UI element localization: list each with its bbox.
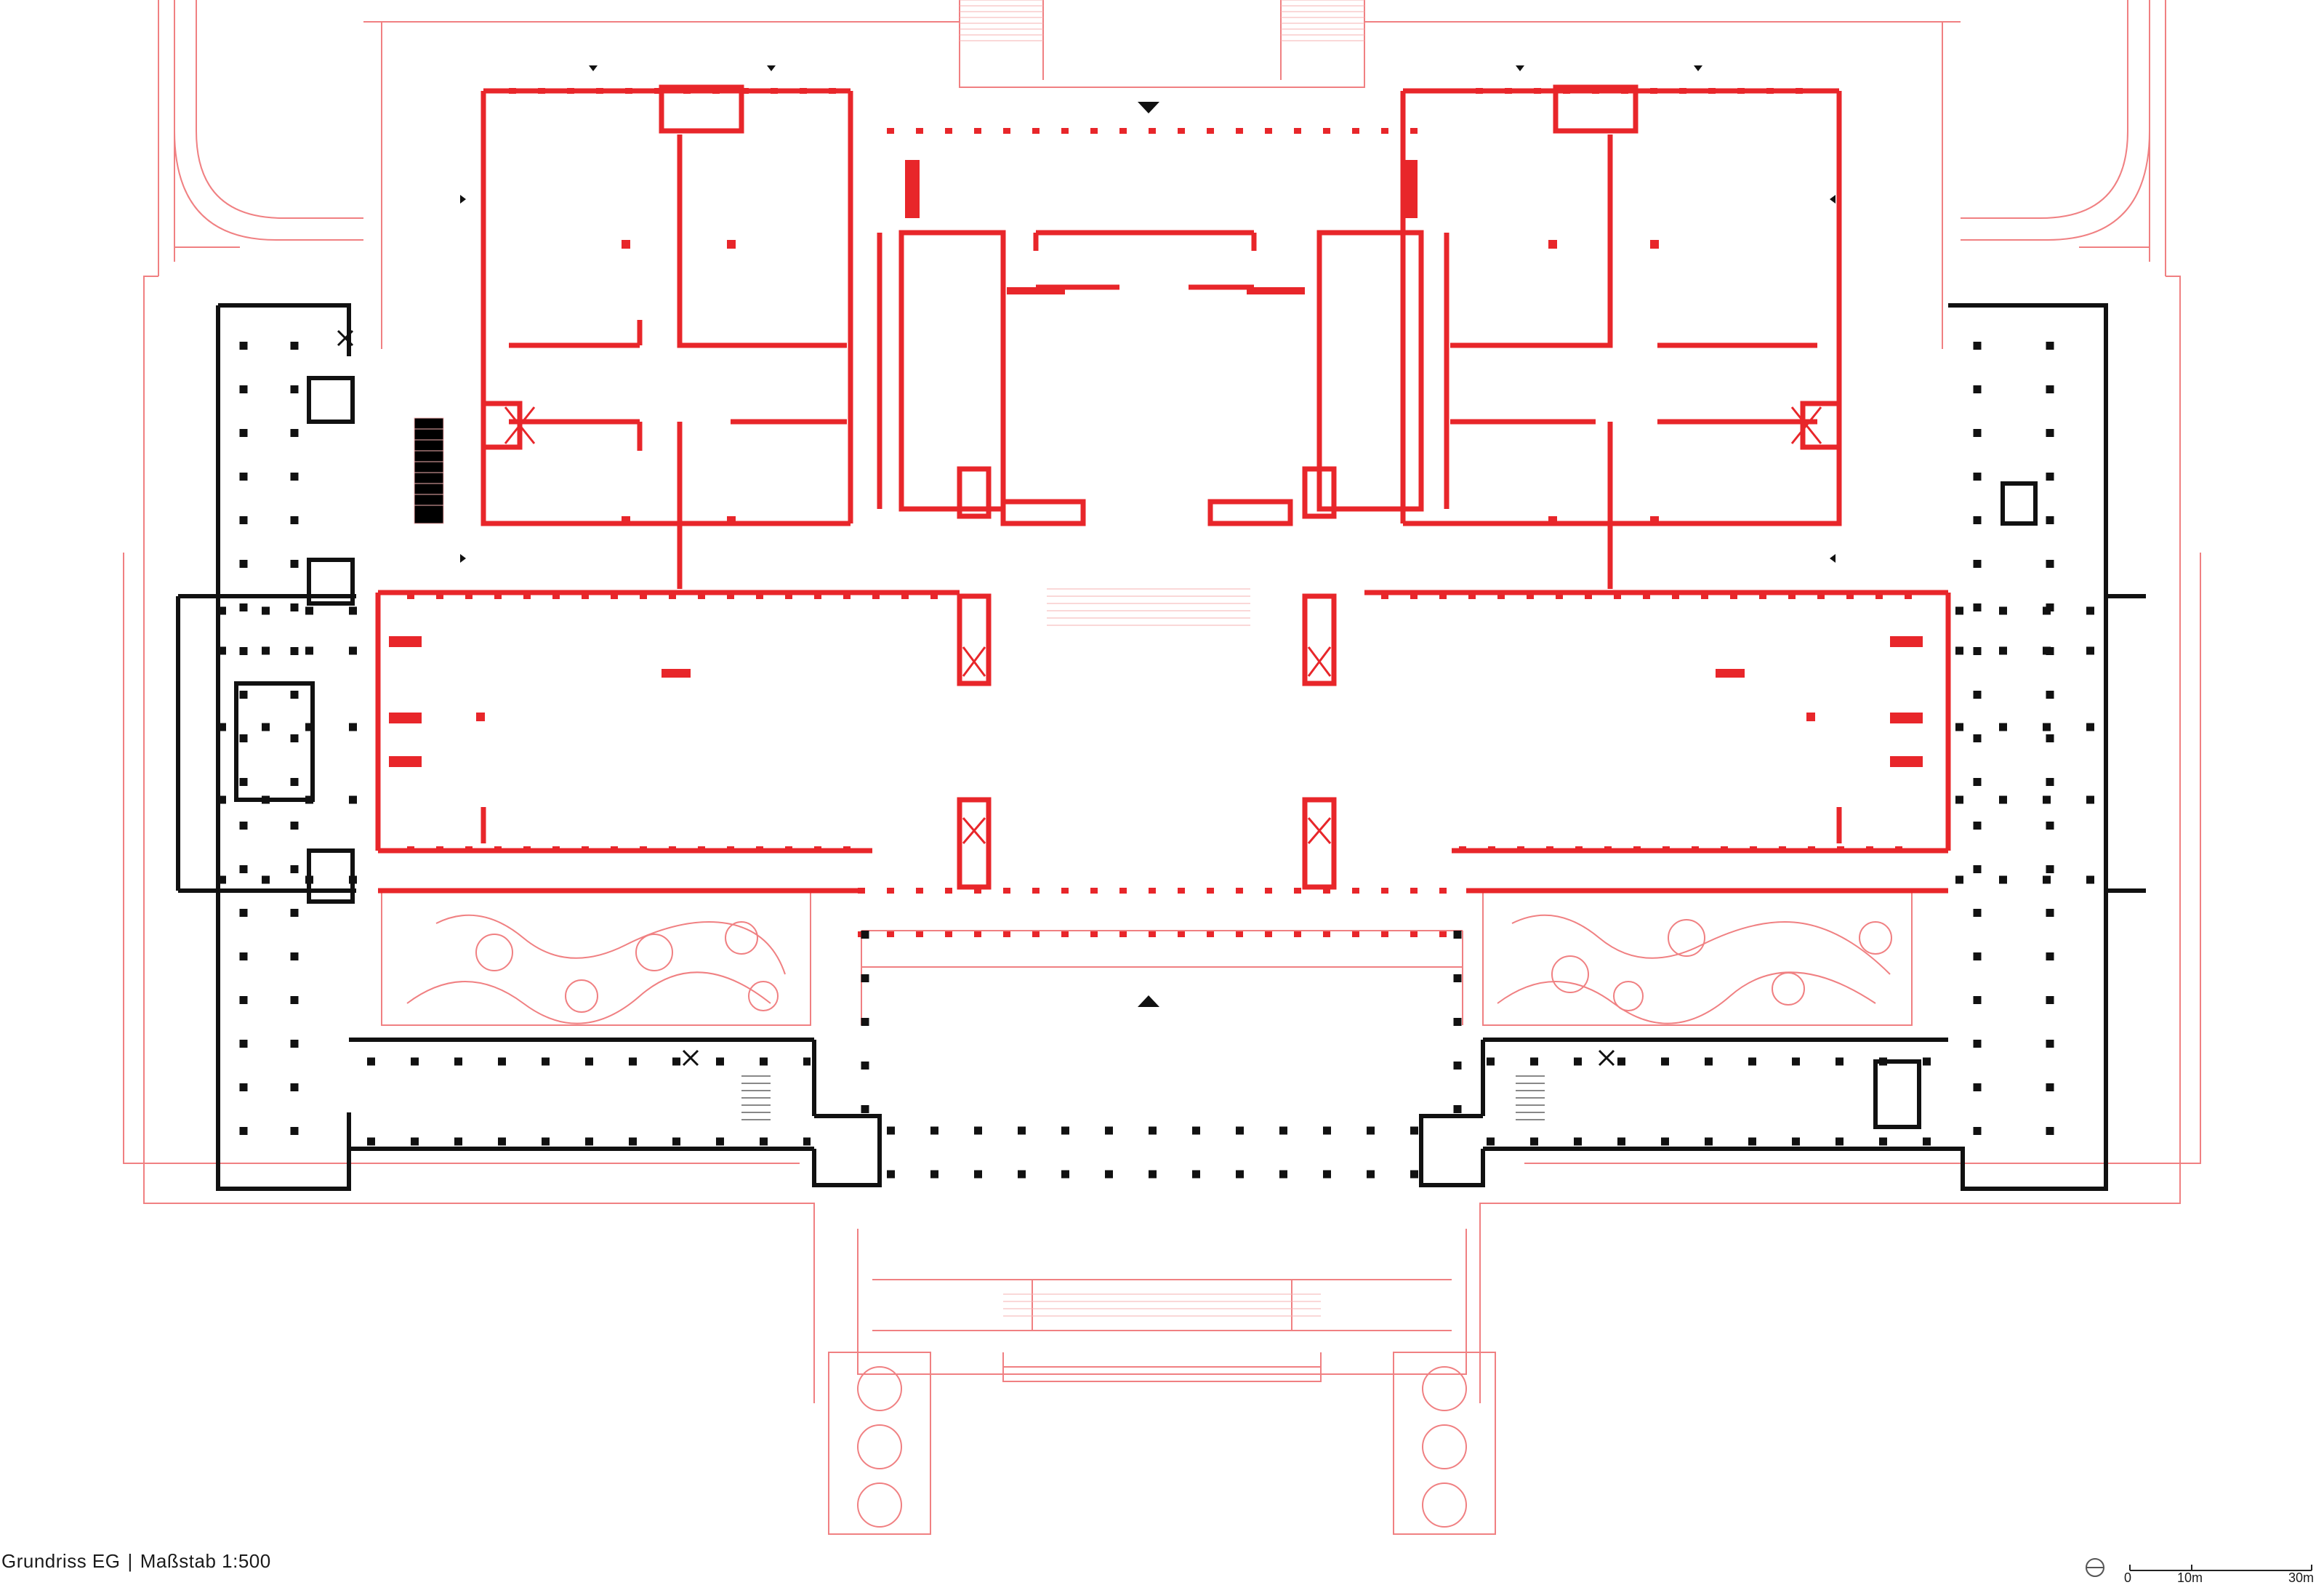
drawing-caption: Grundriss EG | Maßstab 1:500 [1, 1550, 271, 1573]
entrance-triangle-icon [1138, 995, 1159, 1007]
caption-scale: Maßstab 1:500 [140, 1550, 271, 1572]
caption-title: Grundriss EG [1, 1550, 121, 1572]
scale-bar [2129, 1565, 2312, 1571]
scale-label-10m: 10m [2177, 1570, 2203, 1585]
entrance-triangle-icon [1138, 102, 1159, 113]
scale-label-0: 0 [2124, 1570, 2132, 1585]
north-arrow-icon [2086, 1558, 2104, 1577]
caption-separator: | [127, 1550, 133, 1572]
scale-label-30m: 30m [2288, 1570, 2315, 1585]
elevator-cross-icon [504, 406, 1822, 844]
